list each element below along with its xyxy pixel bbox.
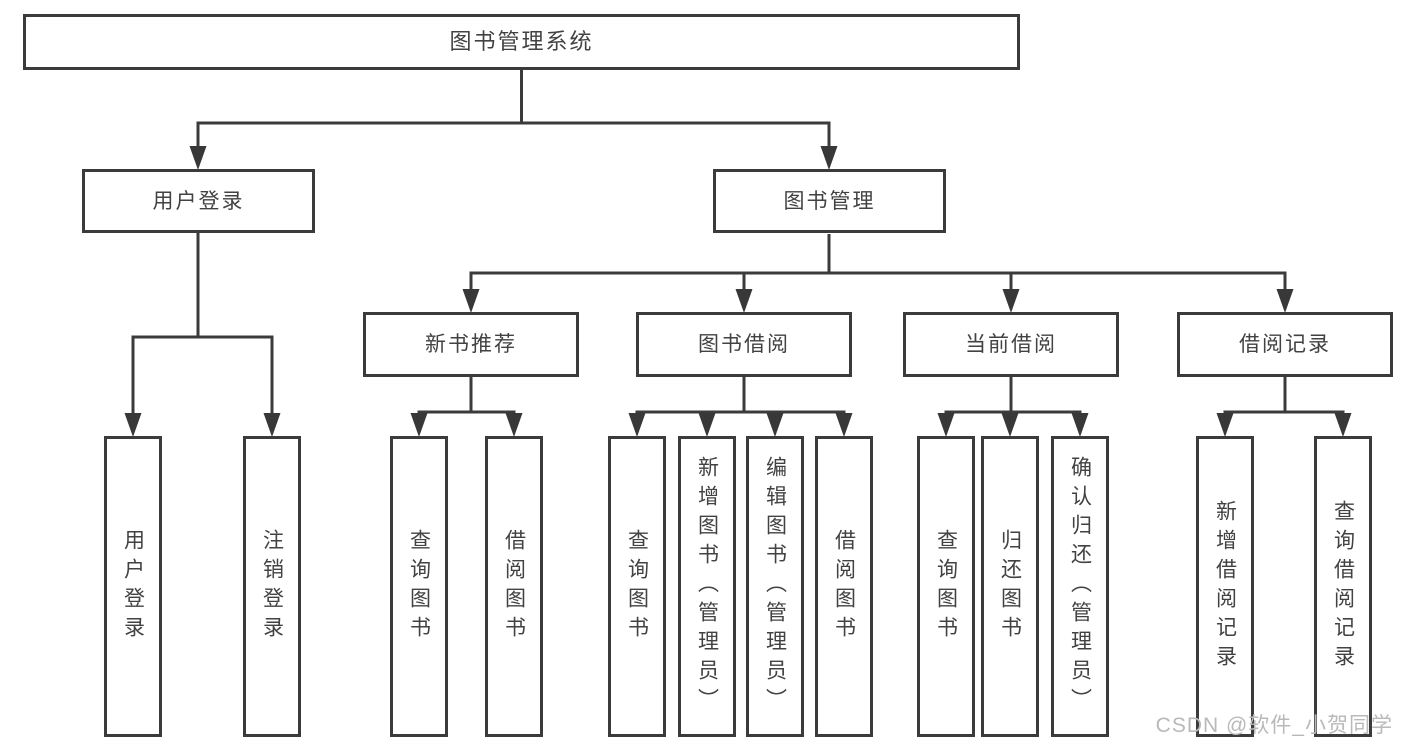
node-book-management: 图书管理 [713,169,946,233]
leaf-logout-label: 注销登录 [260,528,284,645]
leaf-user-login: 用户登录 [104,436,162,737]
connector-root-children [189,68,838,170]
leaf-logout: 注销登录 [243,436,301,737]
arrowhead-icon [1334,413,1352,437]
arrowhead-icon [1216,413,1234,437]
connector-new-book-recommend-children [410,377,523,437]
arrowhead-icon [735,289,753,313]
leaf-current-return-books: 归还图书 [981,436,1039,737]
leaf-recommend-query-books: 查询图书 [390,436,448,737]
arrowhead-icon [1276,289,1294,313]
node-root: 图书管理系统 [23,14,1020,70]
leaf-borrow-add-books-label: 新增图书（管理员） [695,456,719,717]
node-user-login: 用户登录 [82,169,315,233]
arrowhead-icon [835,413,853,437]
leaf-recommend-borrow-books-label: 借阅图书 [502,528,526,645]
node-borrow-records-label: 借阅记录 [1239,333,1331,356]
node-book-borrow: 图书借阅 [636,312,852,377]
arrowhead-icon [124,413,142,437]
node-book-management-label: 图书管理 [783,189,876,213]
leaf-borrow-borrow-books: 借阅图书 [815,436,873,737]
leaf-records-query-record: 查询借阅记录 [1314,436,1372,737]
leaf-current-confirm-return-label: 确认归还（管理员） [1068,456,1092,717]
node-current-borrow-label: 当前借阅 [965,333,1057,356]
leaf-borrow-edit-books-label: 编辑图书（管理员） [763,456,787,717]
connector-book-management-children [462,234,1294,313]
leaf-records-add-record: 新增借阅记录 [1196,436,1254,737]
connector-user-login-children [124,233,281,437]
connector-current-borrow-children [937,377,1089,437]
leaf-borrow-add-books: 新增图书（管理员） [678,436,736,737]
leaf-borrow-query-books-label: 查询图书 [625,528,649,645]
arrowhead-icon [937,413,955,437]
node-borrow-records: 借阅记录 [1177,312,1393,377]
arrowhead-icon [1001,413,1019,437]
node-root-label: 图书管理系统 [449,29,594,54]
node-user-login-label: 用户登录 [152,189,245,213]
leaf-user-login-label: 用户登录 [121,528,145,645]
leaf-recommend-borrow-books: 借阅图书 [485,436,543,737]
arrowhead-icon [505,413,523,437]
arrowhead-icon [462,289,480,313]
arrowhead-icon [263,413,281,437]
connector-borrow-records-children [1216,377,1352,437]
leaf-current-query-books: 查询图书 [917,436,975,737]
arrowhead-icon [766,413,784,437]
leaf-borrow-query-books: 查询图书 [608,436,666,737]
node-book-borrow-label: 图书借阅 [698,333,790,356]
arrowhead-icon [628,413,646,437]
leaf-records-add-record-label: 新增借阅记录 [1213,499,1237,674]
node-new-book-recommend: 新书推荐 [363,312,579,377]
connector-book-borrow-children [628,377,853,437]
node-new-book-recommend-label: 新书推荐 [425,333,517,356]
arrowhead-icon [1002,289,1020,313]
leaf-recommend-query-books-label: 查询图书 [407,528,431,645]
arrowhead-icon [698,413,716,437]
arrowhead-icon [1071,413,1089,437]
arrowhead-icon [189,146,207,170]
node-current-borrow: 当前借阅 [903,312,1119,377]
leaf-records-query-record-label: 查询借阅记录 [1331,499,1355,674]
leaf-borrow-borrow-books-label: 借阅图书 [832,528,856,645]
arrowhead-icon [410,413,428,437]
arrowhead-icon [820,146,838,170]
leaf-borrow-edit-books: 编辑图书（管理员） [746,436,804,737]
leaf-current-query-books-label: 查询图书 [934,528,958,645]
leaf-current-confirm-return: 确认归还（管理员） [1051,436,1109,737]
leaf-current-return-books-label: 归还图书 [998,528,1022,645]
